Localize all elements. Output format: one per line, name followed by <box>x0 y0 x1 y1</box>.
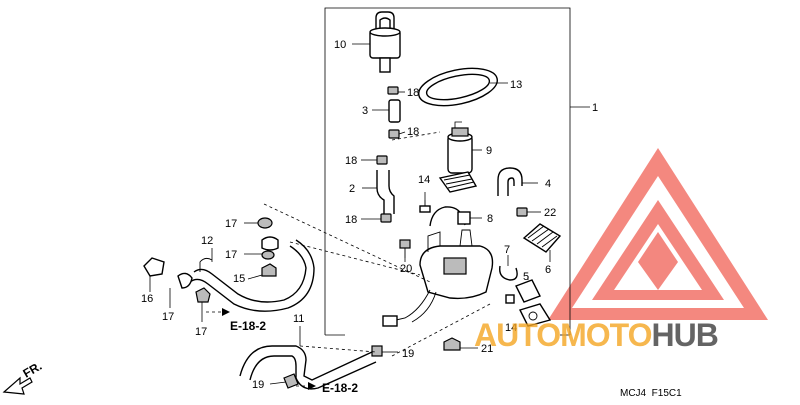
fuel-filter <box>352 11 401 73</box>
pad-6 <box>522 223 562 262</box>
label-part-19a: 19 <box>402 348 414 360</box>
label-part-2: 2 <box>349 183 355 195</box>
hose-4 <box>497 167 538 196</box>
part-labels: 1 2 3 4 5 6 7 8 9 10 11 12 13 14 14 15 1… <box>141 39 598 391</box>
label-part-18b: 18 <box>407 126 419 138</box>
tube-3 <box>372 99 401 123</box>
clips-18 <box>361 86 541 223</box>
dashed-leaders <box>263 131 491 357</box>
gasket <box>418 67 508 107</box>
diagram-code: MCJ4 F15C1 <box>620 388 682 399</box>
plate-5 <box>505 276 552 327</box>
ref-arrows <box>206 308 316 390</box>
label-part-6: 6 <box>545 264 551 276</box>
label-part-17c: 17 <box>162 311 174 323</box>
label-part-14b: 14 <box>505 322 517 334</box>
bolt-20 <box>399 239 411 262</box>
watermark-text: AUTOMOTOHUB <box>474 317 719 353</box>
svg-text:AUTOMOTOHUB: AUTOMOTOHUB <box>474 317 718 353</box>
label-part-11: 11 <box>293 313 304 325</box>
label-part-13: 13 <box>510 79 522 91</box>
label-part-18d: 18 <box>345 214 357 226</box>
front-direction-arrow <box>2 376 33 395</box>
label-part-22: 22 <box>544 207 556 219</box>
label-part-15: 15 <box>233 273 245 285</box>
bolts-14 <box>419 192 431 213</box>
connector-8 <box>429 206 482 227</box>
hose-2 <box>362 170 395 214</box>
clamp-7 <box>499 255 518 281</box>
label-part-1: 1 <box>592 102 598 114</box>
hose-12 <box>189 239 315 312</box>
ref-e18-2-lower: E-18-2 <box>322 381 358 395</box>
label-part-14a: 14 <box>418 174 430 186</box>
watermark-moto: MOTO <box>560 317 652 353</box>
label-part-10: 10 <box>334 39 346 51</box>
label-part-17d: 17 <box>195 326 207 338</box>
label-part-18a: 18 <box>407 87 419 99</box>
label-part-5: 5 <box>523 271 529 283</box>
cap-21 <box>443 337 478 351</box>
ref-e18-2-upper: E-18-2 <box>230 319 266 333</box>
watermark-auto: AUTO <box>474 317 560 353</box>
label-part-7: 7 <box>504 244 510 256</box>
clip-19 <box>371 345 398 357</box>
label-part-17a: 17 <box>225 218 237 230</box>
label-part-19b: 19 <box>252 379 264 391</box>
assembly-frame <box>324 7 590 336</box>
watermark-logo <box>548 148 768 320</box>
front-direction-label: FR. <box>21 359 45 381</box>
label-part-21: 21 <box>481 343 493 355</box>
label-part-3: 3 <box>362 105 368 117</box>
fuel-pump <box>438 121 482 193</box>
label-part-17b: 17 <box>225 249 237 261</box>
label-part-18c: 18 <box>345 155 357 167</box>
label-part-16: 16 <box>141 293 153 305</box>
label-part-8: 8 <box>487 213 493 225</box>
label-part-4: 4 <box>545 178 551 190</box>
label-part-12: 12 <box>201 235 213 247</box>
clips-left <box>143 217 279 322</box>
label-part-9: 9 <box>486 145 492 157</box>
watermark-hub: HUB <box>651 317 717 353</box>
pump-base <box>382 229 494 327</box>
hose-11 <box>239 326 377 390</box>
label-part-20: 20 <box>400 263 412 275</box>
